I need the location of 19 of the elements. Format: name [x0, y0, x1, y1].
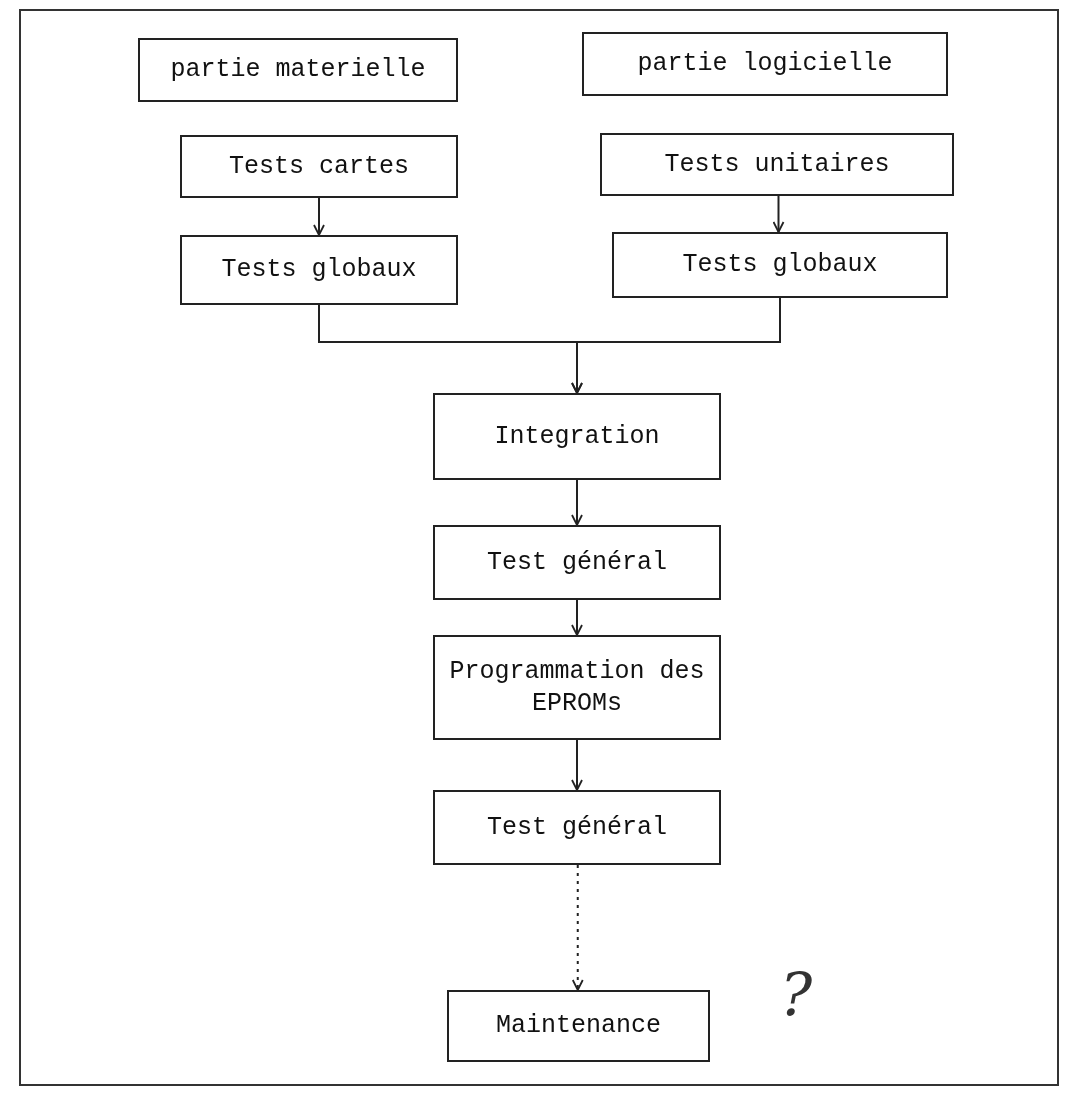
process-box: Integration	[433, 393, 721, 480]
process-box: Tests globaux	[180, 235, 458, 305]
process-box: partie materielle	[138, 38, 458, 102]
arrow	[571, 599, 583, 636]
handwritten-note: ?	[780, 960, 813, 1030]
arrow	[313, 197, 325, 236]
arrow	[772, 195, 785, 233]
process-box: partie logicielle	[582, 32, 948, 96]
process-box: Tests globaux	[612, 232, 948, 298]
process-box: Programmation des EPROMs	[433, 635, 721, 740]
process-box: Tests cartes	[180, 135, 458, 198]
arrow	[571, 297, 781, 394]
process-box: Test général	[433, 790, 721, 865]
process-box: Tests unitaires	[600, 133, 954, 196]
arrow	[571, 864, 584, 991]
arrow	[571, 739, 583, 791]
arrow	[571, 479, 583, 526]
process-box: Test général	[433, 525, 721, 600]
process-box: Maintenance	[447, 990, 710, 1062]
